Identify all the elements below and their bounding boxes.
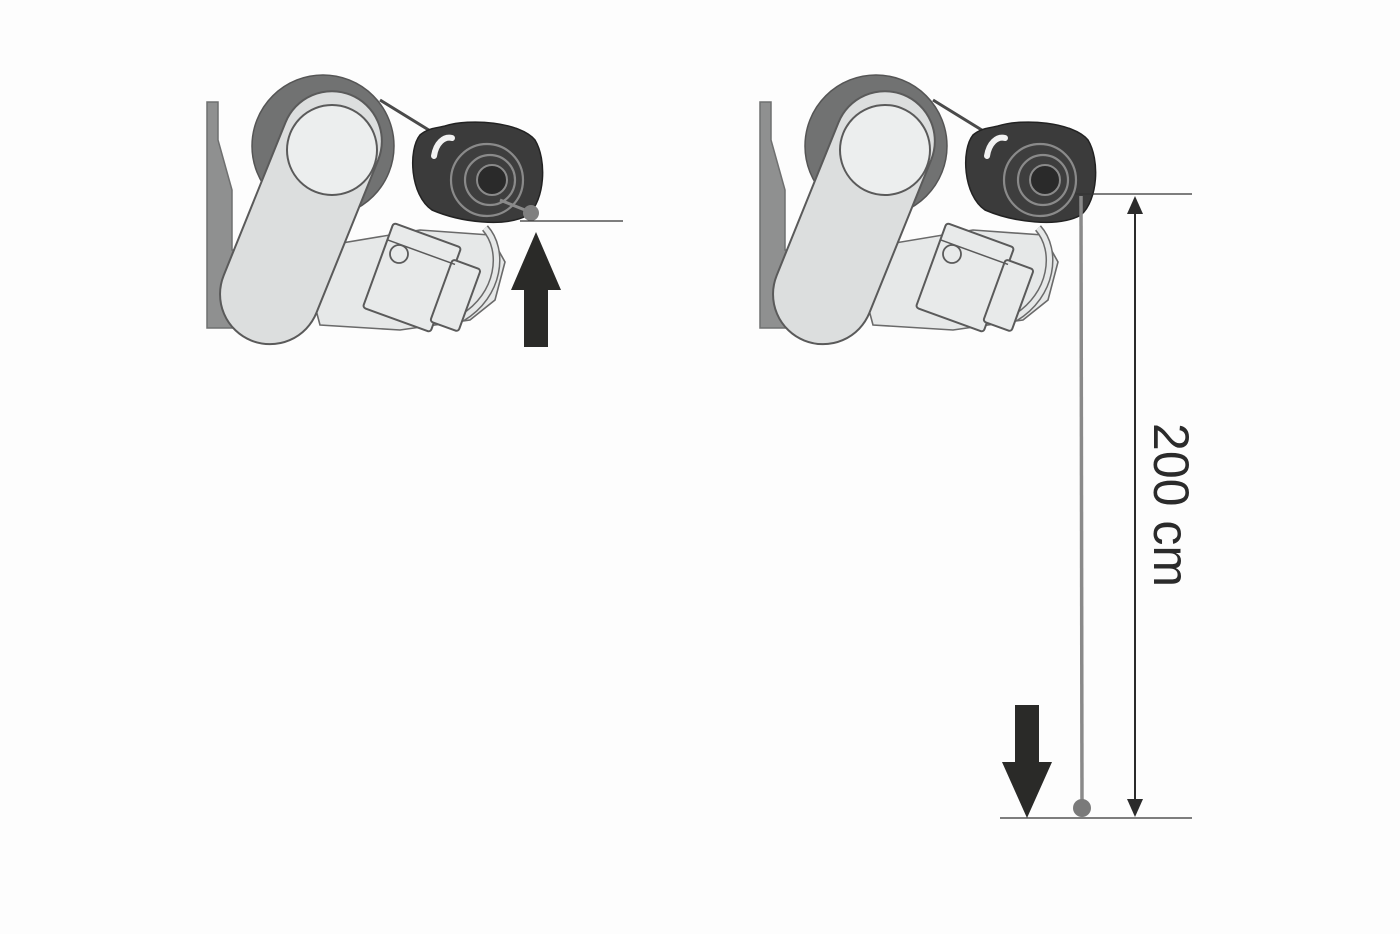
- extended-cord-handle: [1073, 799, 1091, 817]
- extended-cord: [1079, 195, 1084, 807]
- dimension-arrowhead-top: [1127, 196, 1143, 214]
- extended-device: [758, 75, 1096, 359]
- extended-panel: 200 cm: [758, 75, 1199, 819]
- retracted-cord-handle: [523, 205, 539, 221]
- retracted-device: [205, 75, 543, 359]
- retracted-panel: [205, 75, 623, 359]
- dimension-label: 200 cm: [1143, 423, 1199, 587]
- arrow-down-icon: [1002, 705, 1052, 818]
- dimension-arrowhead-bottom: [1127, 799, 1143, 817]
- arrow-up-icon: [511, 232, 561, 347]
